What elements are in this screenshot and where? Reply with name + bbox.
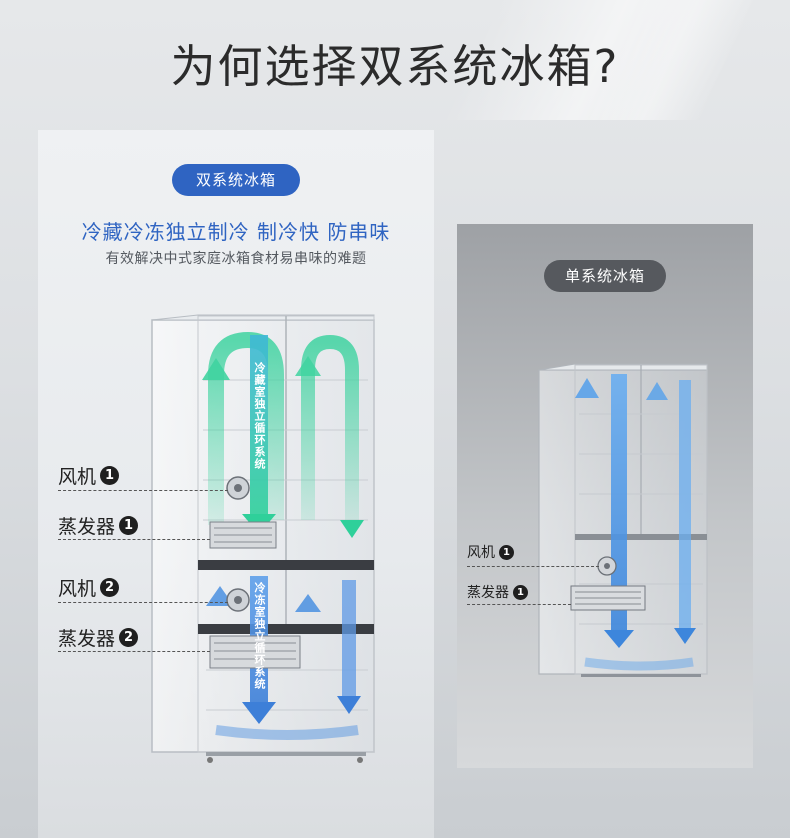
- single-system-badge: 单系统冰箱: [544, 260, 666, 292]
- evaporator-icon: [209, 635, 301, 669]
- fan-icon: [597, 556, 617, 576]
- fridge-circulation-text: 冷藏室独立循环系统: [253, 362, 266, 470]
- single-evaporator-leader: [467, 604, 571, 605]
- single-fan-leader: [467, 566, 599, 567]
- dual-evaporator-1-leader: [58, 539, 210, 540]
- dual-evaporator-2-leader: [58, 651, 210, 652]
- fridge-illustration: [538, 363, 708, 677]
- dual-system-badge: 双系统冰箱: [172, 164, 300, 196]
- freezer-circulation-text: 冷冻室独立循环系统: [253, 582, 266, 690]
- single-system-panel: 单系统冰箱: [457, 224, 753, 768]
- dual-system-panel: 双系统冰箱 冷藏冷冻独立制冷 制冷快 防串味 有效解决中式家庭冰箱食材易串味的难…: [38, 130, 434, 838]
- page-title: 为何选择双系统冰箱?: [170, 40, 620, 93]
- dual-system-headline: 冷藏冷冻独立制冷 制冷快 防串味: [81, 220, 391, 244]
- evaporator-icon: [209, 521, 277, 549]
- evaporator-icon: [570, 585, 646, 611]
- dual-fan-1-leader: [58, 490, 228, 491]
- airflow-arrow-icon: [250, 335, 268, 517]
- fan-icon: [226, 476, 250, 500]
- dual-fan-2-leader: [58, 602, 228, 603]
- dual-system-subline: 有效解决中式家庭冰箱食材易串味的难题: [105, 251, 367, 267]
- fridge-illustration: [151, 314, 375, 763]
- fan-icon: [226, 588, 250, 612]
